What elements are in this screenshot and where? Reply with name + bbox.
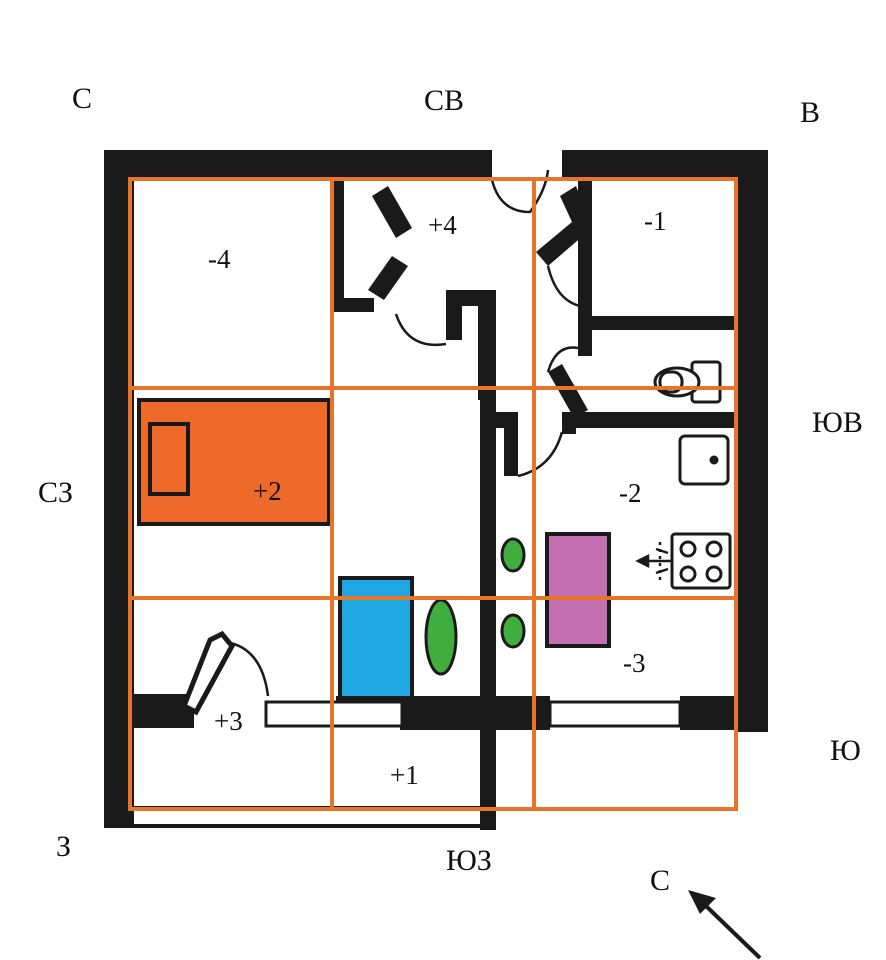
bath-wall-2	[578, 316, 738, 330]
zone-label-top-left: -4	[208, 244, 231, 274]
door-leaf-bath-1	[536, 186, 592, 266]
south-interior-wall-3	[680, 696, 740, 730]
central-wall-upper	[478, 292, 496, 400]
direction-east: В	[800, 96, 820, 129]
north-wall-right	[562, 150, 768, 180]
direction-northwest: СЗ	[38, 476, 73, 509]
direction-southeast: ЮВ	[812, 406, 863, 439]
fixtures	[653, 360, 732, 590]
plant-small-bottom	[500, 613, 526, 649]
bed	[137, 398, 331, 526]
plant-small-top	[500, 537, 526, 573]
zone-label-top-middle: +4	[428, 210, 457, 240]
zone-label-bottom-right: -3	[623, 648, 646, 678]
stub-wall-down	[504, 412, 518, 476]
door-leaf-entry-1	[372, 186, 412, 238]
south-interior-wall-2	[400, 696, 550, 730]
door-arc-left	[225, 640, 270, 697]
compass-north-label: С	[650, 864, 670, 897]
stove-icon	[670, 532, 732, 590]
zone-label-bottom-left: +3	[214, 706, 243, 736]
door-arc-bath-2	[546, 346, 579, 373]
compass-arrow-icon	[688, 890, 762, 960]
direction-west: З	[56, 830, 71, 863]
zone-label-middle-left: +2	[253, 476, 282, 506]
door-arc-bath-1	[546, 265, 581, 308]
window-bottom-right	[548, 700, 682, 728]
door-arc-entry	[394, 313, 447, 347]
east-wall	[738, 150, 768, 732]
zone-label-middle-right: -2	[619, 478, 642, 508]
bath-wall-5	[562, 412, 576, 434]
zone-label-bottom-middle: +1	[390, 760, 419, 790]
central-wall-lower	[480, 400, 496, 830]
direction-southwest: ЮЗ	[446, 844, 492, 877]
door-arc-north	[490, 169, 550, 214]
zone-grid	[128, 177, 738, 811]
zone-label-top-right: -1	[644, 206, 667, 236]
bed-pillow	[148, 422, 190, 496]
direction-northeast: СВ	[424, 84, 464, 117]
toilet-icon	[653, 360, 722, 404]
direction-north: С	[72, 82, 92, 115]
door-leaf-entry-2	[368, 256, 408, 300]
sink-icon	[678, 434, 730, 486]
direction-south: Ю	[830, 734, 861, 767]
south-interior-wall-1	[132, 694, 194, 728]
vestibule-wall-bottom	[330, 298, 374, 312]
stove-arrows-icon	[635, 542, 672, 582]
door-arc-kitchen	[517, 431, 564, 478]
door-leaf-bath-2	[548, 364, 588, 418]
direction-labels: С СВ В СЗ ЮВ З ЮЗ Ю С	[38, 82, 863, 897]
dining-table	[545, 532, 611, 648]
central-wall-stub	[446, 290, 462, 340]
north-wall-left	[104, 150, 492, 180]
doors	[180, 169, 592, 716]
grid-frame	[128, 177, 738, 811]
bath-wall-3	[578, 316, 592, 356]
plant-large	[424, 598, 458, 676]
zone-labels: -4 +4 -1 +2 -2 -3 +3 +1	[208, 206, 667, 790]
furniture	[137, 398, 611, 700]
door-leaf-left	[180, 630, 236, 716]
bath-wall-4	[562, 412, 738, 428]
